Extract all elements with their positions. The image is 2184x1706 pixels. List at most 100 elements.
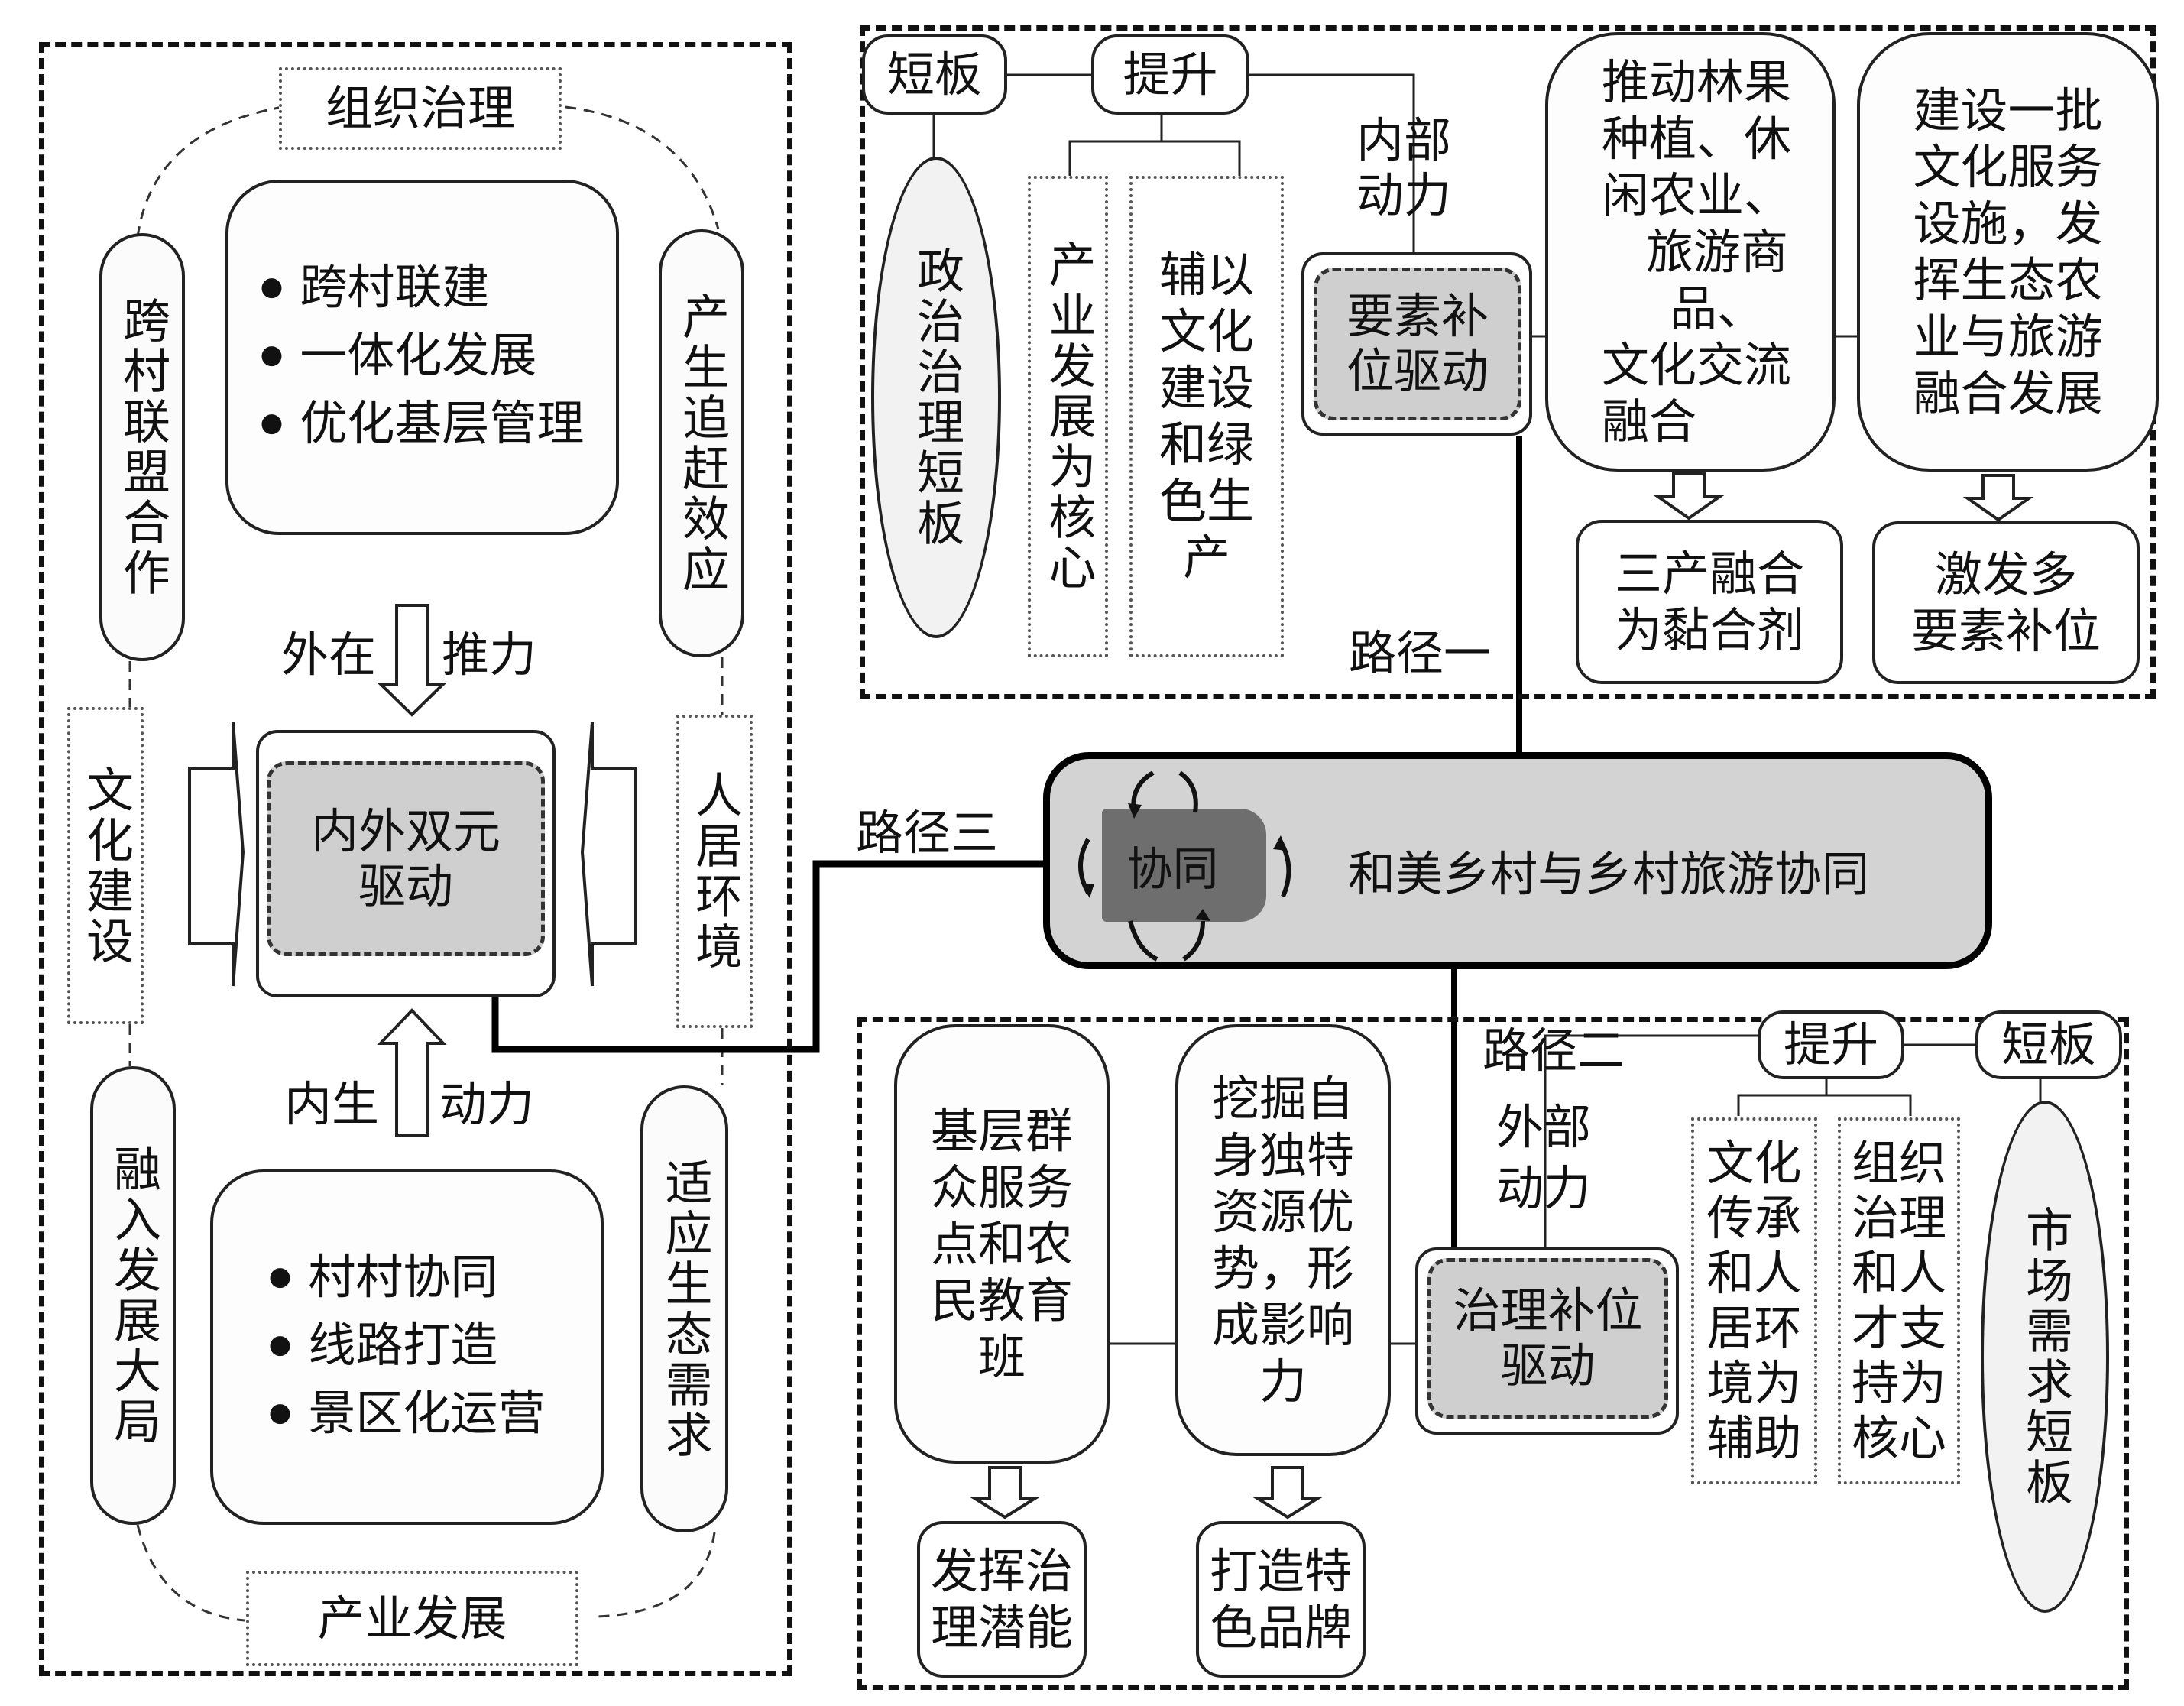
p2-measure-box-2: 挖掘自 身独特 资源优 势，形 成影响 力 xyxy=(1175,1024,1391,1456)
endogenous-power-arrow xyxy=(377,1008,447,1137)
result-line: 激发多 xyxy=(1934,546,2077,602)
p2-market-weakness-text: 市场需求短板 xyxy=(2017,1205,2073,1508)
org-governance-text: 组织治理 xyxy=(325,80,515,136)
integrate-development-text: 融入发展大局 xyxy=(105,1144,161,1447)
p1-driver-line: 位驱动 xyxy=(1346,343,1489,399)
p1-improve-text: 提升 xyxy=(1123,46,1218,102)
measure-line: 旅游商品、 xyxy=(1645,223,1788,336)
core-row: 治理 xyxy=(1851,1190,1946,1246)
top-measures-list: 跨村联建 一体化发展 优化基层管理 xyxy=(261,255,585,459)
measure-line: 融合 xyxy=(1602,393,1697,449)
core-row: 组织 xyxy=(1851,1135,1946,1191)
p1-culture-aux-box: 辅以 文化 建设 和绿 色生 产 xyxy=(1129,176,1284,657)
path2-label: 路径二 xyxy=(1482,1023,1625,1078)
measure-line: 成影响 xyxy=(1211,1296,1354,1353)
p1-driver-line: 要素补 xyxy=(1346,288,1489,344)
bullet-item: 一体化发展 xyxy=(261,323,585,391)
core-row: 持为 xyxy=(1851,1355,1946,1411)
living-environment-text: 人居环境 xyxy=(687,770,743,972)
bullet-item: 优化基层管理 xyxy=(261,391,584,459)
ring-top-left-arc xyxy=(136,105,284,238)
catch-up-effect-pill: 产生追赶效应 xyxy=(659,229,744,657)
top-measures-box: 跨村联建 一体化发展 优化基层管理 xyxy=(225,180,619,535)
bullet-item: 线路打造 xyxy=(269,1313,546,1381)
result-line: 三产融合 xyxy=(1614,545,1804,602)
p2-market-weakness-ellipse: 市场需求短板 xyxy=(1981,1101,2109,1613)
measure-line: 民教育 xyxy=(930,1272,1073,1328)
core-row: 和人 xyxy=(1851,1245,1946,1301)
measure-line: 众服务 xyxy=(930,1159,1073,1215)
aux-row: 辅助 xyxy=(1706,1410,1802,1466)
p2-measure-box-1: 基层群 众服务 点和农 民教育 班 xyxy=(894,1024,1110,1464)
p1-industry-core-box: 产业发展为核心 xyxy=(1028,176,1108,657)
left-side-arrow xyxy=(188,722,245,987)
p2-motive-line: 外部 xyxy=(1496,1099,1592,1155)
p2-improve-to-driver xyxy=(1544,1034,1758,1247)
adapt-ecology-text: 适应生态需求 xyxy=(656,1157,713,1461)
p1-result-box-1: 三产融合 为黏合剂 xyxy=(1576,520,1843,684)
p2-improve-branch xyxy=(1737,1075,1828,1116)
p2-result-box-1: 发挥治 理潜能 xyxy=(917,1521,1087,1678)
ring-bottom-left-arc xyxy=(136,1524,245,1622)
p1-measure-box-1: 推动林果 种植、休 闲农业、 旅游商品、 文化交流 融合 xyxy=(1545,32,1836,472)
cross-village-alliance-text: 跨村联盟合作 xyxy=(115,296,170,598)
cross-village-alliance-pill: 跨村联盟合作 xyxy=(99,233,185,661)
aux-row: 建设 xyxy=(1158,360,1254,416)
aux-row: 居环 xyxy=(1706,1300,1802,1356)
adapt-ecology-pill: 适应生态需求 xyxy=(640,1085,728,1532)
result-line: 打造特 xyxy=(1209,1542,1352,1599)
bullet-item: 村村协同 xyxy=(269,1245,546,1313)
p1-element-driver-outer: 要素补 位驱动 xyxy=(1301,252,1532,436)
external-label: 外在 xyxy=(281,627,377,683)
dual-driver-line2: 驱动 xyxy=(358,858,453,914)
right-side-arrow xyxy=(580,722,637,987)
p2-result2-arrow xyxy=(1252,1466,1324,1520)
p1-result2-arrow xyxy=(1962,474,2034,522)
rotation-arrows-icon xyxy=(1078,770,1291,962)
measure-line: 种植、休 xyxy=(1602,110,1792,167)
p2-governance-driver-box: 治理补位 驱动 xyxy=(1427,1258,1668,1419)
result-line: 色品牌 xyxy=(1209,1599,1352,1656)
result-line: 为黏合剂 xyxy=(1614,602,1804,658)
catch-up-effect-text: 产生追赶效应 xyxy=(674,292,730,595)
measure-line: 文化服务 xyxy=(1913,138,2103,195)
p1-industry-core-text: 产业发展为核心 xyxy=(1040,240,1097,593)
aux-row: 境为 xyxy=(1706,1355,1802,1411)
measure-line: 推动林果 xyxy=(1602,54,1792,110)
p2-governance-driver-outer: 治理补位 驱动 xyxy=(1415,1247,1679,1435)
ring-bottom-right-arc xyxy=(595,1532,716,1618)
p2-motive-line: 动力 xyxy=(1496,1160,1592,1216)
aux-row: 辅以 xyxy=(1158,247,1254,303)
p1-measure-box-2: 建设一批 文化服务 设施，发 挥生态农 业与旅游 融合发展 xyxy=(1857,32,2159,472)
p1-result1-arrow xyxy=(1653,472,1725,521)
p2-improve-tag: 提升 xyxy=(1758,1010,1904,1079)
measure-line: 挥生态农 xyxy=(1913,251,2103,308)
p2-driver-line: 驱动 xyxy=(1500,1338,1596,1393)
aux-row: 色生 xyxy=(1158,473,1254,529)
dual-driver-outer: 内外双元 驱动 xyxy=(256,730,556,997)
culture-building-text: 文化建设 xyxy=(78,764,134,967)
path3-connector xyxy=(491,860,1043,1053)
result-line: 要素补位 xyxy=(1910,602,2101,659)
p1-element-driver-box: 要素补 位驱动 xyxy=(1314,268,1521,420)
power-label: 动力 xyxy=(439,1076,535,1132)
p1-improve-branch xyxy=(1068,115,1163,176)
dual-driver-box: 内外双元 驱动 xyxy=(267,761,545,956)
p1-weakness-text: 短板 xyxy=(886,46,982,102)
path1-label: 路径一 xyxy=(1349,625,1492,681)
result-line: 理潜能 xyxy=(930,1599,1073,1656)
p2-result1-arrow xyxy=(969,1466,1041,1520)
measure-line: 身独特 xyxy=(1211,1127,1354,1183)
culture-building-box: 文化建设 xyxy=(67,707,144,1024)
synergy-center-box: 协同 和美乡村与乡村旅游协同 xyxy=(1043,752,1992,969)
industry-development-label: 产业发展 xyxy=(246,1571,578,1666)
measure-line: 融合发展 xyxy=(1913,365,2103,421)
integrate-development-pill: 融入发展大局 xyxy=(90,1066,176,1525)
p1-weakness-tag: 短板 xyxy=(862,34,1007,115)
aux-row: 传承 xyxy=(1706,1190,1802,1246)
p1-motive-line: 动力 xyxy=(1356,167,1452,223)
synergy-cylinder: 协同 xyxy=(1102,809,1266,922)
p2-improve-branch2 xyxy=(1826,1094,1912,1116)
push-label: 推力 xyxy=(442,627,537,683)
